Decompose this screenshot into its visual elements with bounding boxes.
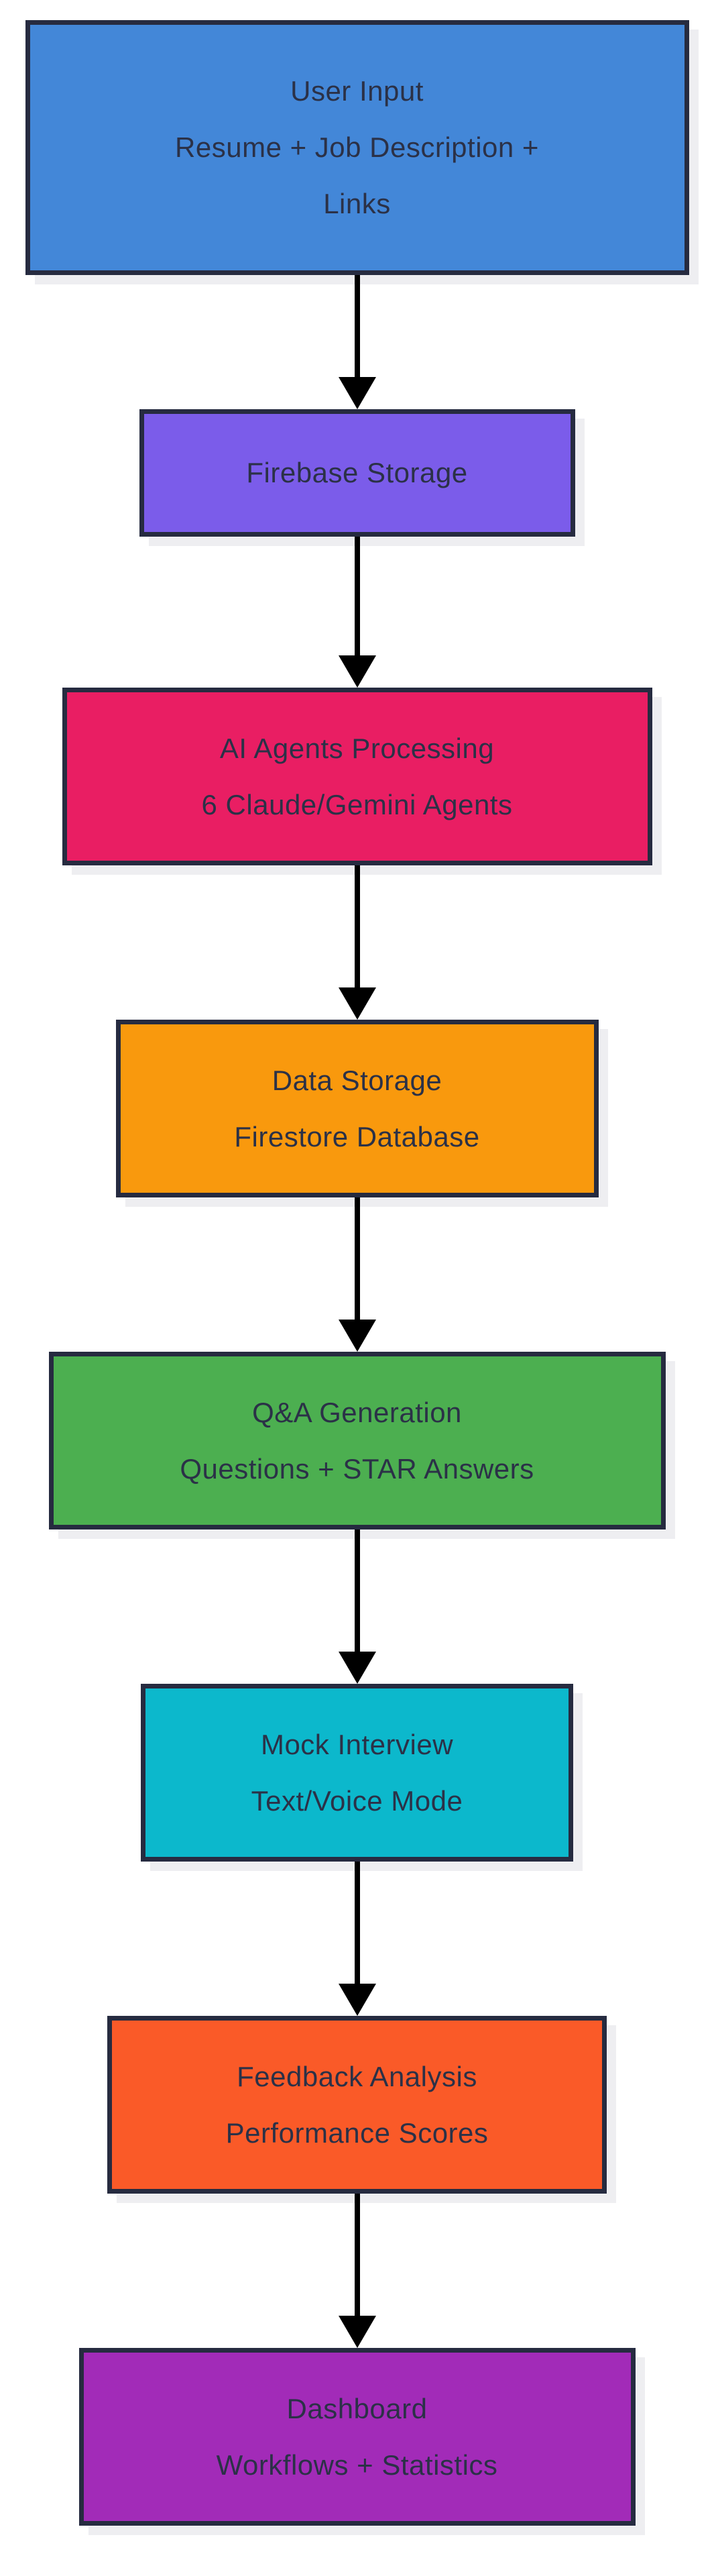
node-label-line: Firebase Storage [246,457,468,488]
node-label-line: Feedback Analysis [237,2060,477,2092]
flow-arrow [338,865,376,1020]
node-label-line: Mock Interview [260,1728,454,1760]
arrowhead-icon [338,655,376,688]
flow-arrow [338,537,376,688]
arrowhead-icon [338,2316,376,2348]
arrowhead-icon [338,1320,376,1352]
arrow-shaft [354,537,360,655]
node-label-line: Text/Voice Mode [251,1784,463,1817]
node-label: Firebase Storage [246,445,467,501]
node-label-line: 6 Claude/Gemini Agents [201,788,513,820]
arrowhead-icon [338,1652,376,1684]
node-label-line: Questions + STAR Answers [180,1452,534,1485]
flow-arrow [338,1529,376,1684]
node-label: AI Agents Processing 6 Claude/Gemini Agen… [202,720,513,833]
node-label-line: Links [323,188,391,219]
node-label-line: Q&A Generation [252,1396,462,1428]
arrowhead-icon [338,987,376,1020]
node-label-line: AI Agents Processing [219,732,495,764]
node-label-line: Dashboard [286,2392,428,2424]
arrow-shaft [354,2194,360,2316]
flow-arrow [338,275,376,409]
arrowhead-icon [338,1984,376,2016]
arrow-shaft [354,1529,360,1652]
node-label-line: User Input [290,75,424,107]
flow-arrow [338,2194,376,2348]
flow-node-ai-agents: AI Agents Processing 6 Claude/Gemini Agen… [62,688,652,865]
arrow-shaft [354,1862,360,1984]
arrow-shaft [354,1197,360,1320]
arrowhead-icon [338,377,376,409]
node-label-line: Workflows + Statistics [216,2449,498,2481]
flow-node-firebase-storage: Firebase Storage [139,409,575,537]
flow-arrow [338,1862,376,2016]
node-label-line: Firestore Database [234,1120,480,1152]
arrow-shaft [354,275,360,377]
arrow-shaft [354,865,360,987]
flow-arrow [338,1197,376,1352]
node-label-line: Resume + Job Description + [175,131,539,163]
node-label-line: Performance Scores [225,2116,489,2149]
node-label-line: Data Storage [272,1064,442,1096]
